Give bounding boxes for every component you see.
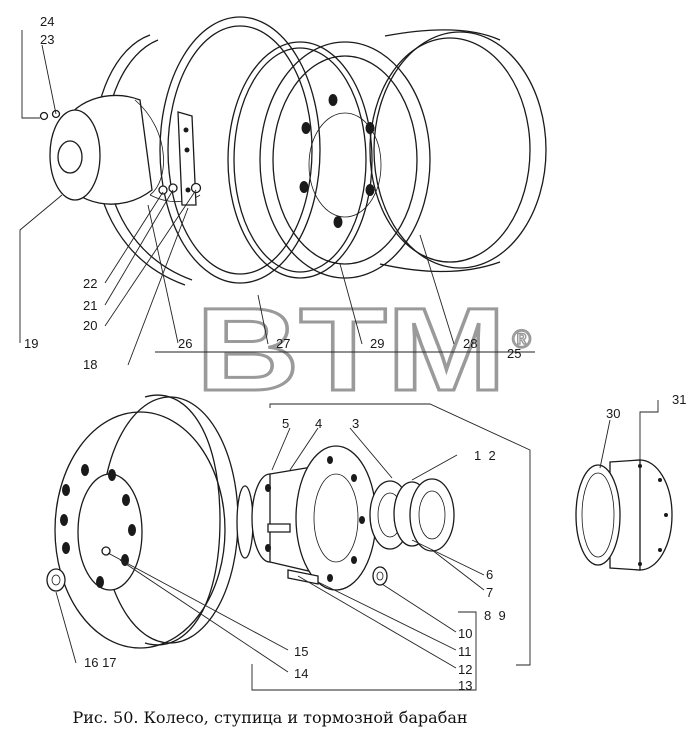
callout-labels: 24 23 19 22 21 20 18 26 27 29 28 25 5 4 …	[24, 14, 686, 693]
callout-30: 30	[606, 406, 620, 421]
brake-drum	[54, 394, 239, 649]
callout-8-9: 8 9	[484, 608, 506, 623]
callout-11: 11	[458, 644, 472, 659]
bracket-plate	[158, 111, 202, 206]
hub-cap	[39, 94, 201, 205]
callout-7: 7	[486, 585, 493, 600]
callout-6: 6	[486, 567, 493, 582]
callout-13: 13	[458, 678, 472, 693]
callout-1-2: 1 2	[474, 448, 496, 463]
callout-16-17: 16 17	[84, 655, 117, 670]
callout-22: 22	[83, 276, 97, 291]
callout-5: 5	[282, 416, 289, 431]
callout-20: 20	[83, 318, 97, 333]
callout-21: 21	[83, 298, 97, 313]
wheel-hub	[236, 445, 377, 591]
callout-18: 18	[83, 357, 97, 372]
wheel-rim	[259, 29, 547, 279]
svg-text:®: ®	[512, 324, 531, 354]
callout-3: 3	[352, 416, 359, 431]
figure-caption: Рис. 50. Колесо, ступица и тормозной бар…	[72, 708, 468, 727]
inner-hub	[575, 459, 673, 571]
watermark: BTM ®	[195, 283, 532, 418]
callout-19: 19	[24, 336, 38, 351]
wheel-nut	[46, 568, 66, 592]
callout-25: 25	[507, 346, 521, 361]
callout-23: 23	[40, 32, 54, 47]
callout-29: 29	[370, 336, 384, 351]
callout-14: 14	[294, 666, 308, 681]
side-ring	[159, 16, 321, 284]
hub-nut	[372, 566, 388, 586]
callout-12: 12	[458, 662, 472, 677]
callout-26: 26	[178, 336, 192, 351]
callout-15: 15	[294, 644, 308, 659]
callout-31: 31	[672, 392, 686, 407]
bearing-and-seals	[369, 478, 455, 552]
callout-27: 27	[276, 336, 290, 351]
callout-10: 10	[458, 626, 472, 641]
callout-4: 4	[315, 416, 322, 431]
leader-lines	[19, 30, 659, 691]
lock-ring	[227, 41, 373, 279]
callout-28: 28	[463, 336, 477, 351]
callout-24: 24	[40, 14, 54, 29]
